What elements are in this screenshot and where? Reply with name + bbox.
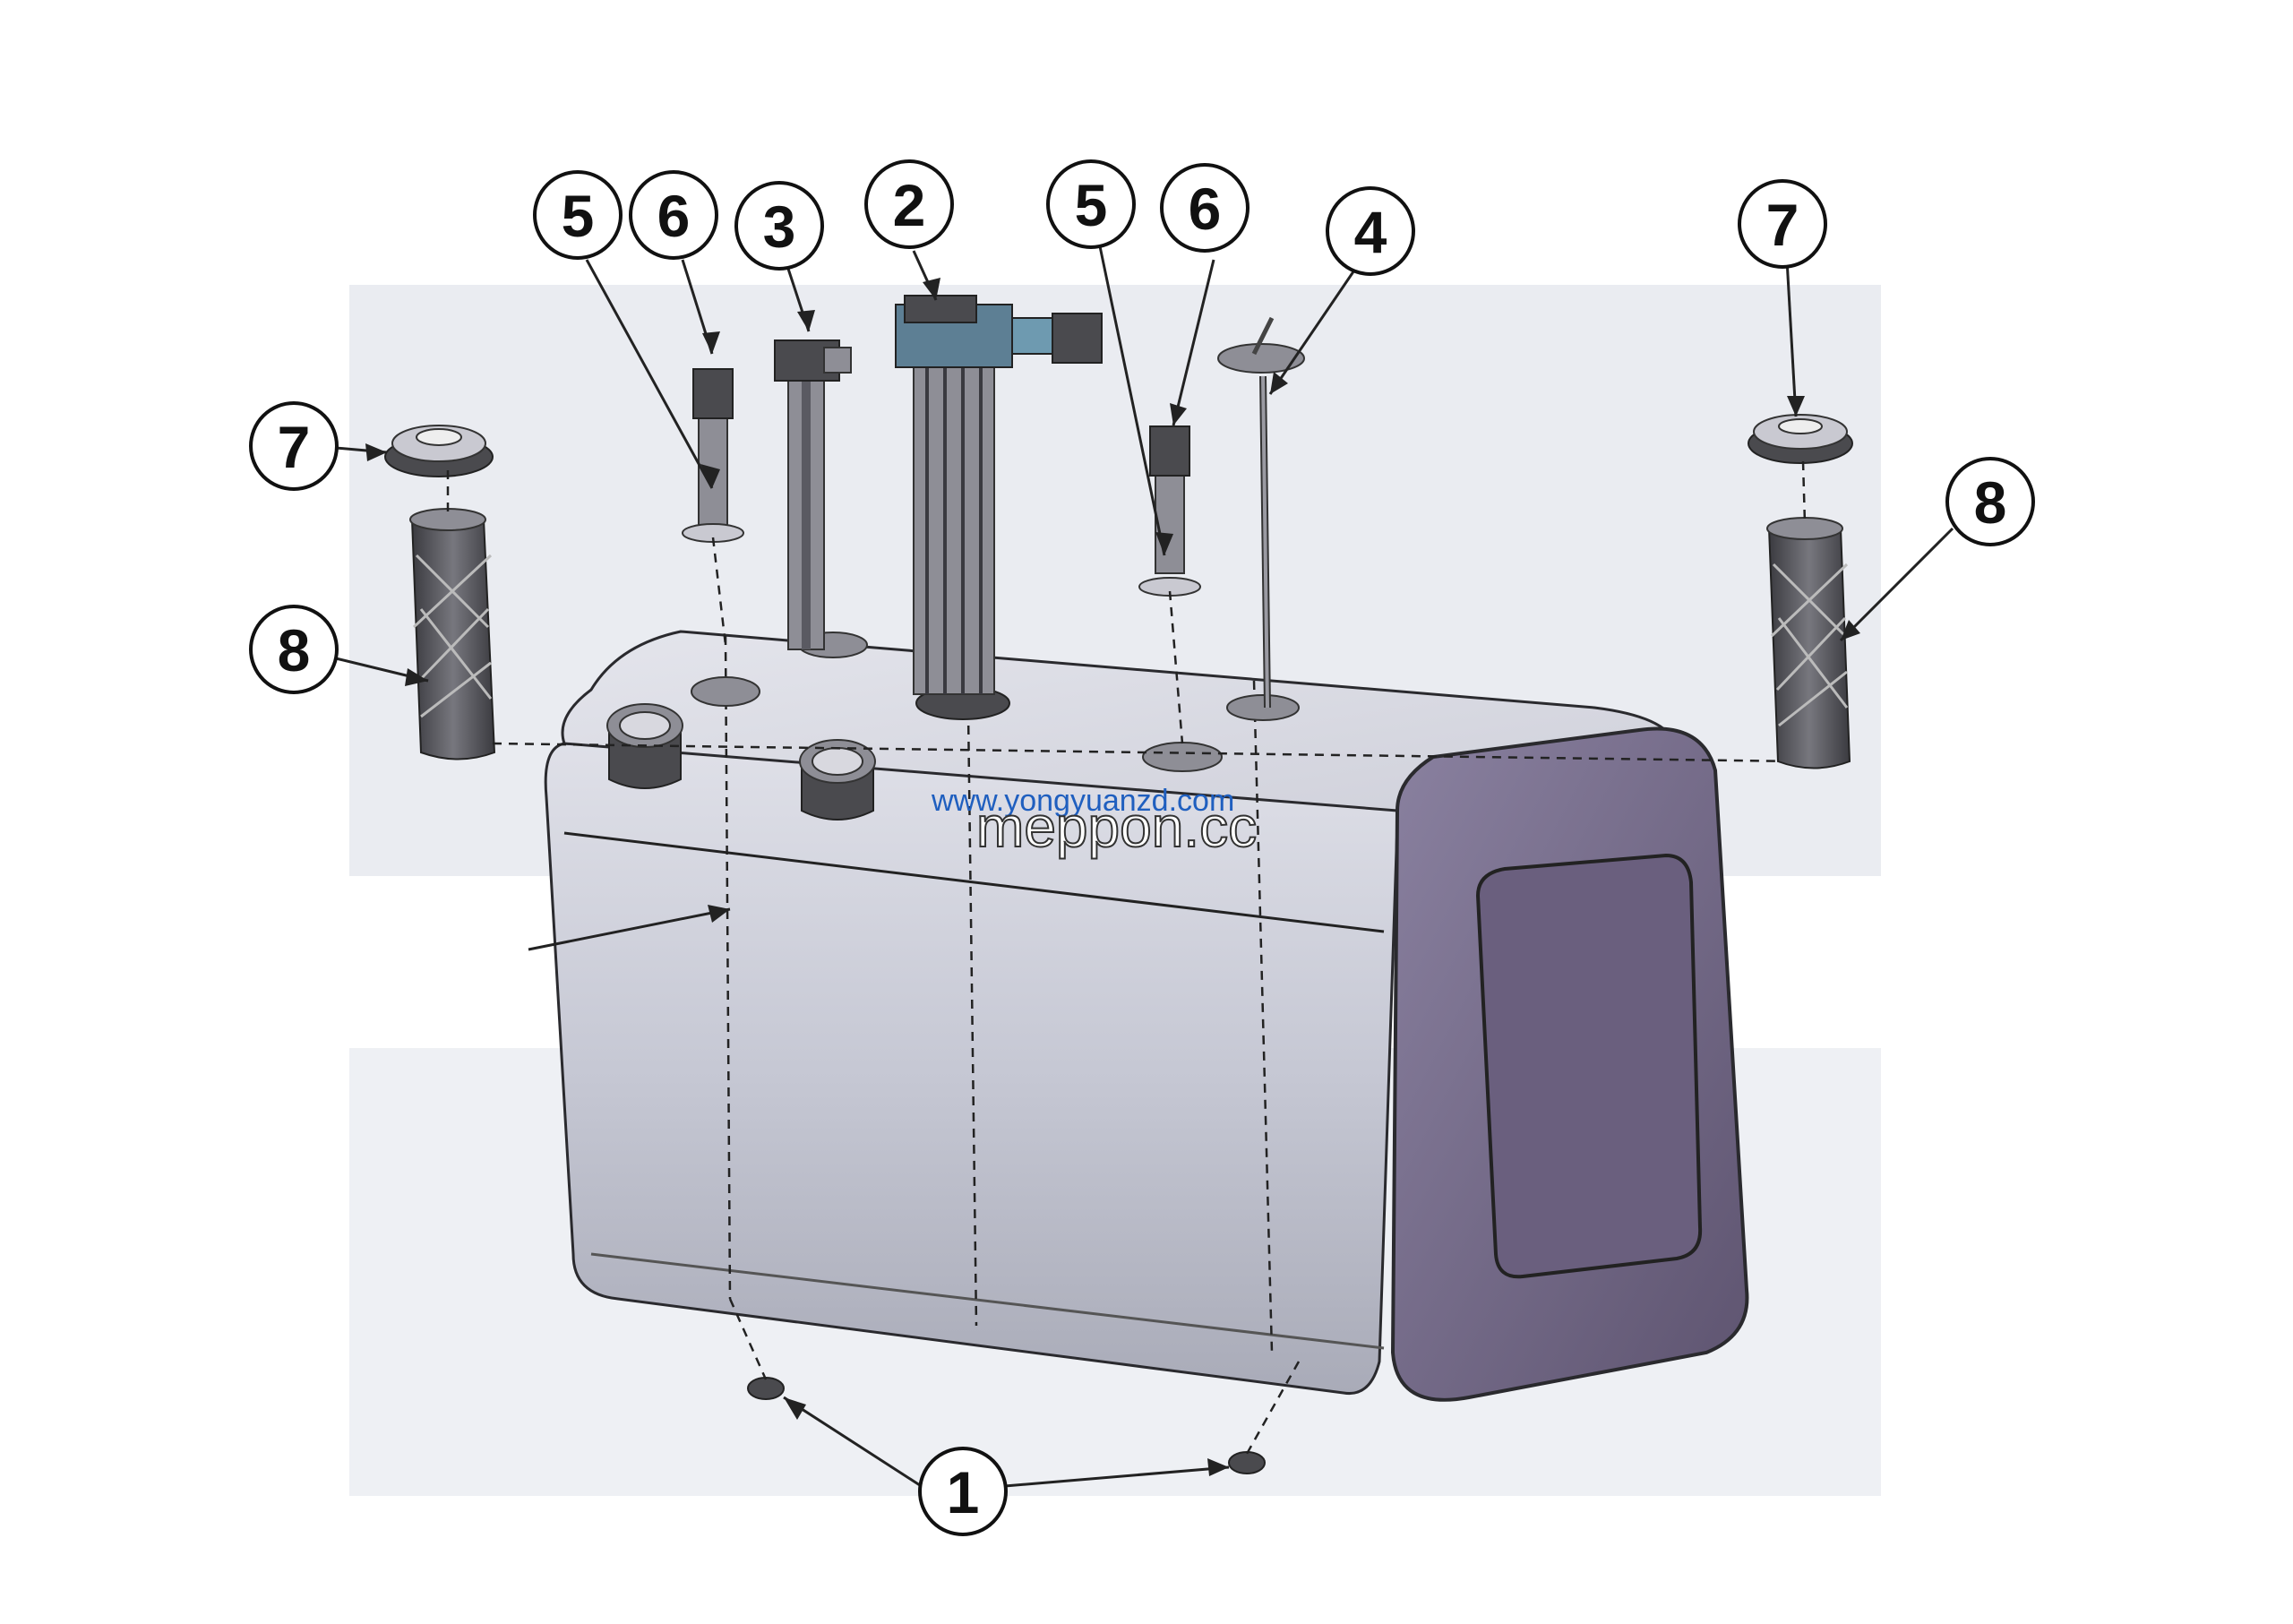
- svg-text:8: 8: [1974, 469, 2007, 536]
- svg-text:6: 6: [1189, 176, 1222, 242]
- callout-8-right: 8: [1945, 457, 2035, 546]
- tank-port: [1142, 742, 1223, 772]
- tank-top-surface: [561, 630, 1677, 812]
- watermark-brand: meppon.cc: [976, 795, 1257, 859]
- filler-neck-left: [606, 703, 683, 789]
- callout-3: 3: [734, 181, 824, 271]
- drain-plug-guide: [1245, 1361, 1301, 1455]
- cap-guide-right: [1801, 460, 1807, 525]
- watermark-url: www.yongyuanzd.com: [931, 784, 1234, 818]
- callout-5-left: 5: [533, 170, 623, 260]
- level-rod-4: [1217, 316, 1305, 709]
- callout-7-left: 7: [249, 401, 339, 491]
- filler-cap-left: [384, 425, 494, 477]
- callout-4: 4: [1326, 186, 1415, 276]
- breather-valve-right: [1138, 425, 1201, 744]
- callout-6-right: 6: [1160, 163, 1250, 253]
- svg-text:3: 3: [763, 193, 796, 260]
- callout-5-right: 5: [1046, 159, 1136, 249]
- svg-text:2: 2: [893, 172, 926, 238]
- callout-2: 2: [864, 159, 954, 249]
- strainer-right: [1766, 517, 1851, 769]
- callout-8-left: 8: [249, 605, 339, 694]
- svg-text:1: 1: [947, 1459, 980, 1525]
- callout-7-right: 7: [1738, 179, 1827, 269]
- strainer-alignment-line: [492, 742, 1801, 763]
- drain-plug-left: [747, 1377, 785, 1400]
- svg-text:7: 7: [278, 414, 311, 480]
- filler-cap-right: [1748, 414, 1853, 464]
- tank-port: [691, 676, 760, 707]
- svg-text:4: 4: [1354, 199, 1387, 265]
- drain-plug-right: [1228, 1451, 1266, 1474]
- callout-1: 1: [918, 1447, 1008, 1536]
- leader-lines: [335, 245, 1954, 1489]
- tank-port: [1226, 694, 1300, 721]
- filler-neck-right: [799, 739, 876, 821]
- tank-end-inset: [1475, 853, 1703, 1279]
- strainer-left: [409, 508, 496, 760]
- breather-valve-left: [682, 368, 744, 646]
- sender-unit-3: [774, 339, 852, 650]
- svg-text:5: 5: [1075, 172, 1108, 238]
- svg-text:5: 5: [562, 183, 595, 249]
- svg-text:6: 6: [657, 183, 691, 249]
- tank-strap-line: [966, 644, 978, 1327]
- tank-seam-line: [563, 831, 1385, 933]
- svg-text:7: 7: [1766, 192, 1799, 258]
- pump-module-2: [895, 295, 1103, 695]
- svg-text:8: 8: [278, 617, 311, 683]
- tank-bottom-band: [590, 1252, 1385, 1350]
- callout-6-left: 6: [629, 170, 718, 260]
- tank-strap-line: [724, 635, 732, 1300]
